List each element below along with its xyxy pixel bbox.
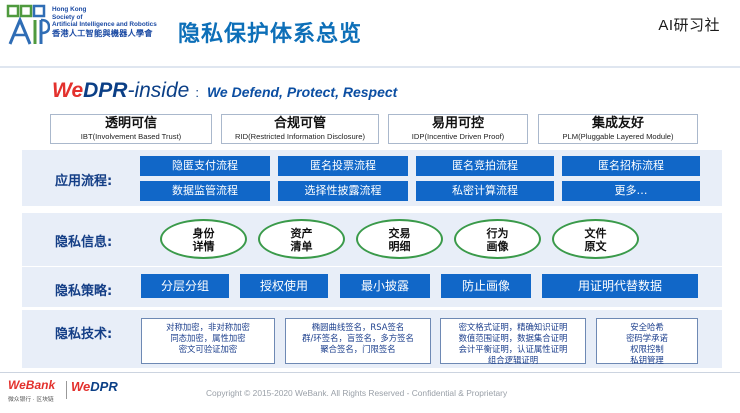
org-name: Hong Kong Society of Artificial Intellig… [52,6,157,37]
pill-line: 清单 [290,240,313,253]
tech-line: 密文格式证明，精确知识证明 [458,322,568,332]
page-title: 隐私保护体系总览 [178,22,363,47]
info-behavior-profile: 行为 画像 [454,219,541,259]
tech-line: 密文可验证加密 [178,344,238,354]
tech-line: 同态加密，属性加密 [170,333,246,343]
org-name-en-1: Hong Kong [52,6,87,13]
pill-line: 明细 [388,240,411,253]
tagline-dpr: DPR [83,79,128,102]
info-asset-list: 资产 清单 [258,219,345,259]
wedpr-logo-dpr: DPR [90,379,118,394]
privacy-strategy-label: 隐私策略: [55,284,113,299]
org-name-zh: 香港人工智能與機器人學會 [52,28,153,38]
principle-title: 易用可控 [431,116,484,131]
flow-anonymous-bidding: 匿名招标流程 [562,156,700,176]
privacy-info-label: 隐私信息: [55,235,113,250]
principle-title: 集成友好 [591,116,644,131]
pill-line: 交易 [388,227,411,240]
tech-line: 安全哈希 [630,322,664,332]
tech-line: 密码学承诺 [626,333,668,343]
principle-title: 合规可管 [273,116,326,131]
flow-data-supervision: 数据监管流程 [140,181,270,201]
tech-misc-box: 安全哈希 密码学承诺 权限控制 私钥管理 [596,318,698,365]
principle-usability: 易用可控 IDP(Incentive Driven Proof) [388,114,528,144]
flow-anonymous-payment: 隐匿支付流程 [140,156,270,176]
wedpr-logo-we: We [71,379,91,394]
pill-line: 行为 [486,227,509,240]
tech-line: 聚合签名，门限签名 [320,344,396,354]
strategy-layered-grouping: 分层分组 [141,274,229,298]
tagline-colon: : [195,85,199,100]
principle-subtitle: IBT(Involvement Based Trust) [80,132,182,141]
pill-line: 原文 [584,240,607,253]
wedpr-tagline: We DPR -inside : We Defend, Protect, Res… [52,79,398,102]
principle-subtitle: IDP(Incentive Driven Proof) [411,132,505,141]
strategy-minimal-disclosure: 最小披露 [340,274,430,298]
footer-logo-separator [66,381,67,399]
pill-line: 身份 [192,227,215,240]
strategy-prevent-profiling: 防止画像 [441,274,531,298]
tech-encryption-box: 对称加密，非对称加密 同态加密，属性加密 密文可验证加密 [141,318,275,364]
tech-line: 会计平衡证明，认证属性证明 [458,344,568,354]
webank-subtitle: 微众银行 · 区块链 [8,397,54,403]
tech-line: 椭圆曲线签名，RSA签名 [311,322,405,332]
tech-line: 私钥管理 [630,355,664,365]
tech-line: 群/环签名，盲签名，多方签名 [302,333,414,343]
flow-private-computation: 私密计算流程 [416,181,554,201]
header-divider [0,66,740,68]
tagline-we: We [52,79,84,102]
info-transaction-details: 交易 明细 [356,219,443,259]
flow-selective-disclosure: 选择性披露流程 [278,181,408,201]
principle-title: 透明可信 [104,116,157,131]
flow-more: 更多… [562,181,700,201]
tech-zero-knowledge-box: 密文格式证明，精确知识证明 数值范围证明，数据集合证明 会计平衡证明，认证属性证… [440,318,586,365]
tagline-slogan: We Defend, Protect, Respect [206,84,398,100]
hksair-logo-icon [6,4,51,48]
principle-subtitle: RID(Restricted Information Disclosure) [235,132,365,141]
flow-anonymous-voting: 匿名投票流程 [278,156,408,176]
pill-line: 详情 [192,240,215,253]
principle-integration: 集成友好 PLM(Pluggable Layered Module) [538,114,698,144]
strategy-authorized-use: 授权使用 [240,274,328,298]
tech-line: 数值范围证明，数据集合证明 [458,333,568,343]
tech-signature-box: 椭圆曲线签名，RSA签名 群/环签名，盲签名，多方签名 聚合签名，门限签名 [285,318,431,364]
strategy-proof-instead-of-data: 用证明代替数据 [542,274,698,298]
wedpr-logo: WeDPR [71,379,118,394]
tech-line: 组合逻辑证明 [487,355,539,365]
tech-line: 对称加密，非对称加密 [166,322,250,332]
pill-line: 画像 [486,240,509,253]
org-name-en-2: Society of [52,13,83,21]
principle-transparent-trust: 透明可信 IBT(Involvement Based Trust) [50,114,212,144]
principle-compliance: 合规可管 RID(Restricted Information Disclosu… [221,114,379,144]
privacy-tech-label: 隐私技术: [55,327,113,342]
app-flows-label: 应用流程: [55,174,113,189]
ai-yanxishe-brand: AI研习社 [658,17,720,34]
org-name-en-3: Artificial Intelligence and Robotics [52,21,157,29]
footer-divider [0,372,740,373]
info-file-original: 文件 原文 [552,219,639,259]
pill-line: 文件 [584,227,607,240]
principle-subtitle: PLM(Pluggable Layered Module) [562,132,674,141]
tech-line: 权限控制 [630,344,664,354]
info-identity-details: 身份 详情 [160,219,247,259]
pill-line: 资产 [290,227,313,240]
flow-anonymous-auction: 匿名竞拍流程 [416,156,554,176]
tagline-inside: -inside [127,79,190,102]
copyright-notice: Copyright © 2015-2020 WeBank. All Rights… [206,388,508,398]
webank-logo: WeBank [8,378,56,392]
